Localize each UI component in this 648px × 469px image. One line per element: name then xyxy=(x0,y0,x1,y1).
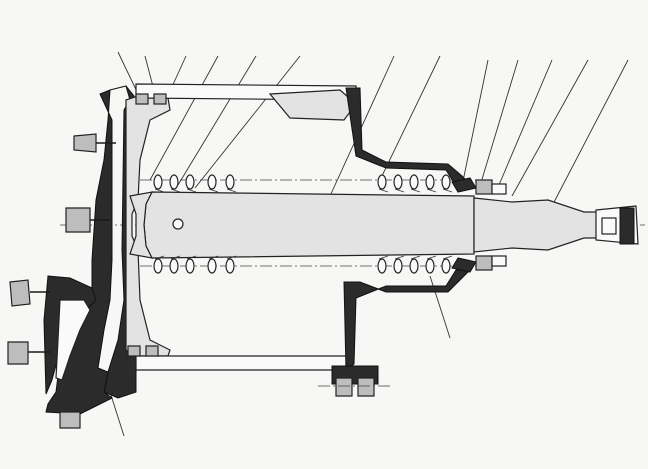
spring-wire xyxy=(410,188,421,193)
spring-coil xyxy=(169,174,179,190)
spring-coil xyxy=(169,258,179,274)
housing-top-wall xyxy=(345,87,472,187)
spring-wire xyxy=(426,188,437,193)
shaft-taper xyxy=(473,197,599,253)
housing-bottom-rail xyxy=(135,355,349,371)
housing-cover-outer xyxy=(45,89,113,415)
spring-coil xyxy=(393,258,403,274)
cover-bolt xyxy=(9,279,31,307)
spring-coil xyxy=(207,174,217,190)
spring-coil xyxy=(153,258,163,274)
housing-top-boss xyxy=(268,89,357,121)
spring-coil xyxy=(409,258,419,274)
nut-bottom xyxy=(491,255,507,267)
coupling-flange xyxy=(619,207,635,245)
spring-wire xyxy=(226,188,237,193)
spring-coil xyxy=(441,258,451,274)
shaft-pin-hole xyxy=(172,218,184,230)
bearing-block xyxy=(145,345,159,357)
spring-coil xyxy=(153,174,163,190)
spring-wire xyxy=(170,188,181,193)
spring-coil xyxy=(393,174,403,190)
bearing-block xyxy=(135,93,149,105)
spring-coil xyxy=(185,174,195,190)
leader-line xyxy=(194,55,301,189)
spring-wire xyxy=(208,255,219,260)
spring-wire xyxy=(154,188,165,193)
drain-plug xyxy=(59,411,81,429)
cover-bolt xyxy=(7,341,29,365)
leader-line xyxy=(177,55,257,186)
main-shaft xyxy=(143,191,475,259)
cover-cavity xyxy=(55,299,91,381)
bottom-bolt xyxy=(357,377,375,397)
gland-top xyxy=(475,179,493,195)
spring-coil xyxy=(425,174,435,190)
spring-set-bottom xyxy=(153,255,453,274)
flange-bolt xyxy=(65,207,91,233)
spring-coil xyxy=(377,174,387,190)
leader-line xyxy=(329,55,395,197)
spring-wire xyxy=(186,188,197,193)
spring-coil xyxy=(425,258,435,274)
gland-bottom xyxy=(475,255,493,271)
spring-wire xyxy=(208,188,219,193)
spring-wire xyxy=(170,255,181,260)
leader-line xyxy=(495,59,553,193)
spring-wire xyxy=(378,188,389,193)
spring-wire xyxy=(394,255,405,260)
shaft-hub-cone xyxy=(129,191,154,259)
spring-coil xyxy=(377,258,387,274)
spring-coil xyxy=(225,258,235,274)
leader-line xyxy=(511,59,589,197)
spring-coil xyxy=(185,258,195,274)
coupling-bore xyxy=(601,217,617,235)
leader-line xyxy=(379,55,441,181)
nut-top xyxy=(491,183,507,195)
spring-coil xyxy=(441,174,451,190)
bottom-bolt xyxy=(335,377,353,397)
leader-line xyxy=(551,59,629,207)
spring-coil xyxy=(225,174,235,190)
leader-line xyxy=(149,55,219,181)
flange-bolt xyxy=(73,133,97,153)
housing-bottom-wall xyxy=(343,269,472,371)
spring-wire xyxy=(378,255,389,260)
leader-line xyxy=(109,391,125,437)
spring-wire xyxy=(410,255,421,260)
spring-wire xyxy=(154,255,165,260)
spring-wire xyxy=(426,255,437,260)
spring-wire xyxy=(442,255,453,260)
spring-set-top xyxy=(153,174,453,193)
leader-line xyxy=(461,59,489,187)
spring-coil xyxy=(207,258,217,274)
leader-line xyxy=(479,59,519,187)
spring-wire xyxy=(394,188,405,193)
spring-coil xyxy=(409,174,419,190)
spring-wire xyxy=(186,255,197,260)
bearing-block xyxy=(153,93,167,105)
bearing-block xyxy=(127,345,141,357)
spring-wire xyxy=(226,255,237,260)
spring-wire xyxy=(442,188,453,193)
